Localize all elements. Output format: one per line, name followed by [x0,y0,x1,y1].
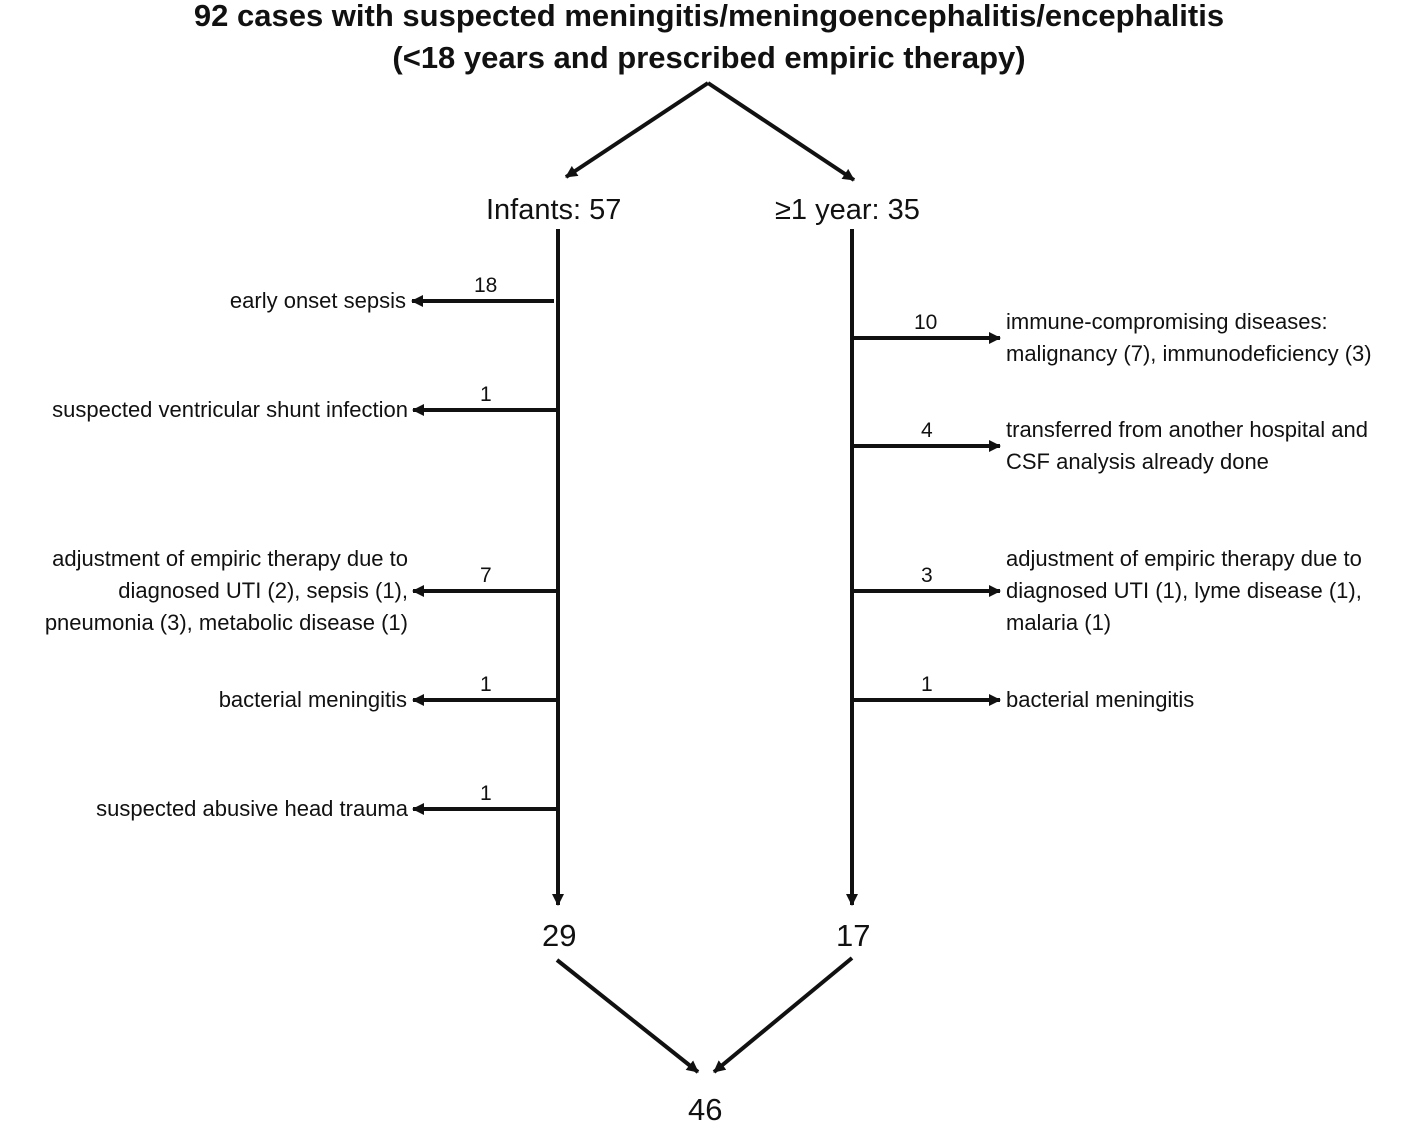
exclusion-label-right-1: immune-compromising diseases: malignancy… [1006,306,1372,370]
exclusion-label-line: CSF analysis already done [1006,449,1269,474]
exclusion-count-left-5: 1 [480,782,492,805]
exclusion-label-line: early onset sepsis [229,288,406,313]
merge-arrow-infants [555,958,700,1074]
exclusion-label-right-2: transferred from another hospital and CS… [1006,414,1368,478]
exclusion-label-line: suspected ventricular shunt infection [52,397,408,422]
exclusion-label-right-3: adjustment of empiric therapy due to dia… [1006,543,1362,639]
exclusion-label-right-4: bacterial meningitis [1006,684,1194,716]
exclusion-label-line: transferred from another hospital and [1006,417,1368,442]
exclusion-label-left-3: adjustment of empiric therapy due to dia… [45,543,408,639]
exclusion-count-right-3: 3 [921,564,933,587]
final-count-older: 17 [836,918,871,953]
total-count: 46 [688,1092,723,1127]
exclusion-label-left-1: early onset sepsis [230,285,406,317]
title-line-1: 92 cases with suspected meningitis/menin… [193,0,1225,33]
exclusion-label-line: immune-compromising diseases: [1006,309,1328,334]
exclusion-count-left-2: 1 [480,383,492,406]
exclusion-label-line: diagnosed UTI (1), lyme disease (1), [1006,578,1362,603]
split-arrow-older [706,81,856,182]
merge-arrow-older [712,956,854,1074]
exclusion-label-left-4: bacterial meningitis [219,684,407,716]
exclusion-count-right-2: 4 [921,419,933,442]
exclusion-count-left-3: 7 [480,564,492,587]
exclusion-count-left-1: 18 [474,274,498,297]
final-count-infants: 29 [542,918,577,953]
exclusion-label-left-5: suspected abusive head trauma [96,793,408,825]
split-arrow-infants [564,81,710,179]
exclusion-count-right-1: 10 [914,311,938,334]
exclusion-label-line: bacterial meningitis [1006,687,1195,712]
exclusion-label-line: adjustment of empiric therapy due to [52,546,408,571]
exclusion-label-line: suspected abusive head trauma [96,796,408,821]
branch-label-infants: Infants: 57 [486,194,622,226]
exclusion-label-line: adjustment of empiric therapy due to [1006,546,1362,571]
exclusion-count-left-4: 1 [480,673,492,696]
exclusion-label-line: diagnosed UTI (2), sepsis (1), [118,578,408,603]
title-line-2: (<18 years and prescribed empiric therap… [392,40,1026,75]
branch-label-older: ≥1 year: 35 [775,194,920,226]
exclusion-label-left-2: suspected ventricular shunt infection [52,394,408,426]
exclusion-label-line: malignancy (7), immunodeficiency (3) [1006,341,1372,366]
exclusion-label-line: malaria (1) [1006,610,1112,635]
exclusion-count-right-4: 1 [921,673,933,696]
exclusion-label-line: pneumonia (3), metabolic disease (1) [44,610,408,635]
exclusion-label-line: bacterial meningitis [218,687,407,712]
